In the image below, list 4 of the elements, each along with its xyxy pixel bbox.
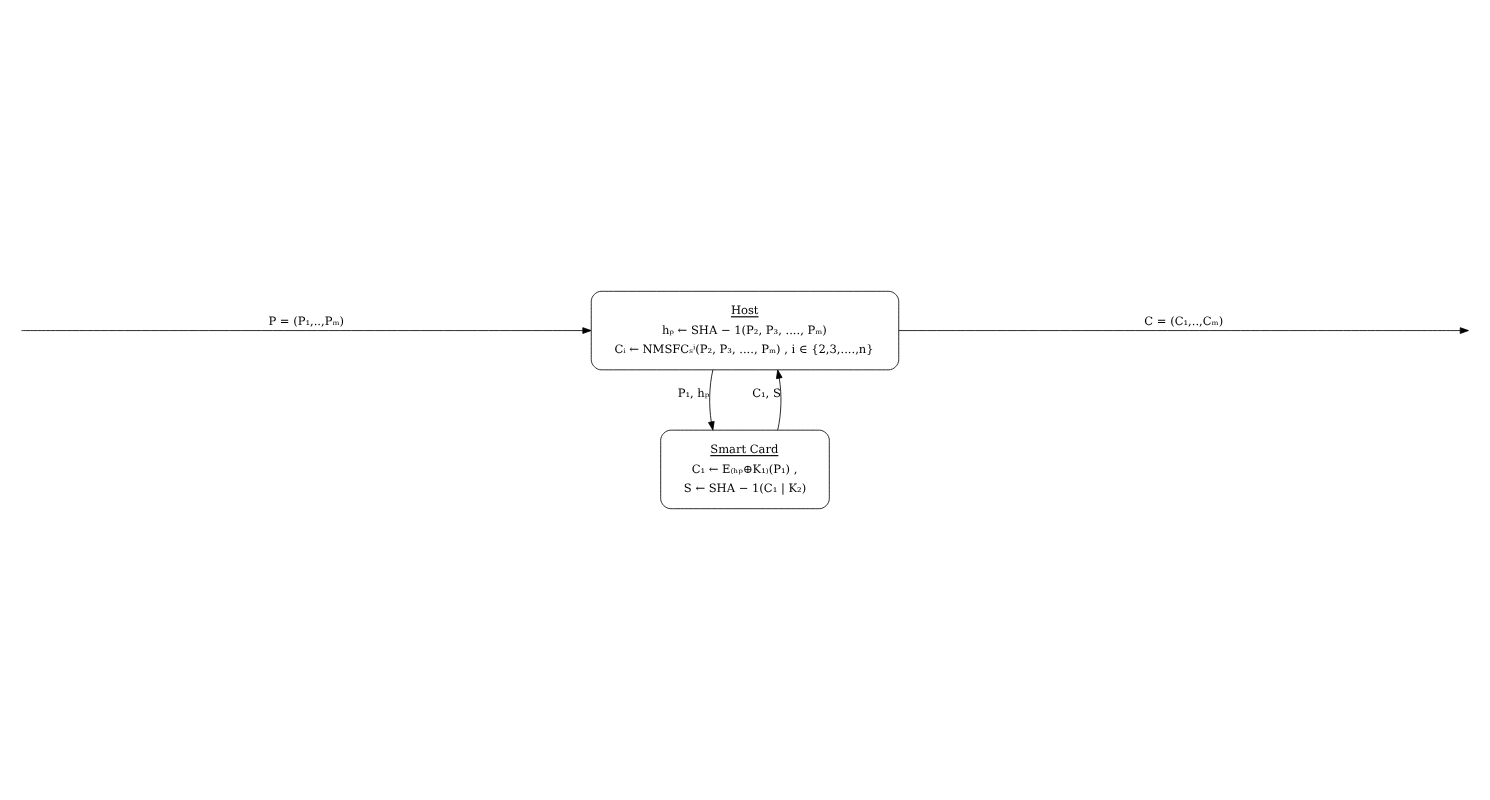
- arrow: [21, 327, 592, 334]
- arrow: [708, 369, 715, 431]
- arrow: [898, 327, 1469, 334]
- arrow: [776, 369, 783, 431]
